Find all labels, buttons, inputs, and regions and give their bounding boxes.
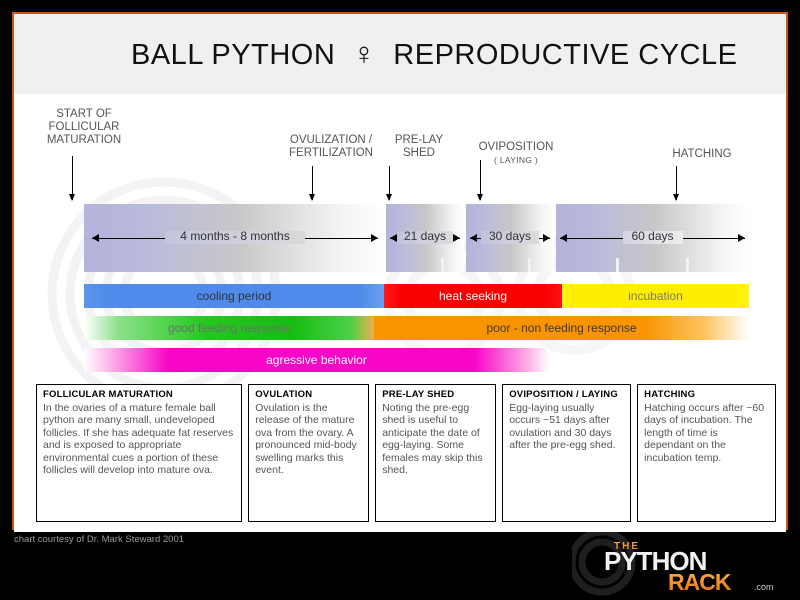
timeline-band: 4 months - 8 months 21 days 30 days 60 d… [84, 204, 749, 272]
info-box-heading: FOLLICULAR MATURATION [43, 389, 173, 400]
label-pre-lay-shed: PRE-LAY SHED [376, 134, 462, 160]
pointer-arrow-oviposition [477, 160, 483, 201]
segment-tick [686, 258, 689, 272]
segment-tick [334, 258, 337, 272]
credit-text: chart courtesy of Dr. Mark Steward 2001 [14, 534, 185, 545]
bar-label: incubation [628, 289, 683, 303]
info-box-heading: OVULATION [255, 389, 313, 400]
duration-span-60-days: 60 days [560, 229, 745, 244]
female-venus-icon: ♀ [352, 36, 377, 71]
pointer-arrow-hatching [673, 166, 679, 201]
label-oviposition: OVIPOSITION ( LAYING ) [452, 128, 580, 180]
duration-span-30-days: 30 days [470, 229, 550, 244]
logo-rack-text: RACK [668, 569, 732, 595]
cooling-period-bar: cooling period [84, 284, 384, 308]
info-box-heading: PRE-LAY SHED [382, 389, 455, 400]
label-text: HATCHING [672, 148, 732, 160]
title-band: BALL PYTHON ♀ REPRODUCTIVE CYCLE [14, 14, 786, 94]
bar-label: poor - non feeding response [486, 321, 637, 335]
label-text: PRE-LAY SHED [394, 134, 444, 159]
segment-tick [528, 258, 531, 272]
duration-span-follicular-maturation: 4 months - 8 months [92, 229, 378, 244]
segment-tick [616, 258, 619, 272]
duration-span-21-days: 21 days [390, 229, 460, 244]
label-text: START OF FOLLICULAR MATURATION [46, 108, 122, 146]
python-rack-logo: THE PYTHON RACK .com [572, 532, 792, 598]
label-text: OVIPOSITION [478, 141, 554, 153]
logo-dotcom-text: .com [754, 582, 774, 592]
bar-label: good feeding response [167, 321, 291, 335]
info-box-body: Ovulation is the release of the mature o… [255, 402, 357, 477]
info-box-heading: OVIPOSITION / LAYING [509, 389, 618, 400]
pointer-arrow-follicular-maturation [69, 156, 75, 201]
pointer-arrow-ovulization [309, 166, 315, 201]
duration-label: 60 days [631, 229, 674, 243]
bar-label: agressive behavior [266, 353, 367, 367]
chart-frame: BALL PYTHON ♀ REPRODUCTIVE CYCLE START O… [12, 12, 788, 532]
info-box-body: Hatching occurs after ~60 days of incuba… [644, 402, 765, 464]
page-title: BALL PYTHON ♀ REPRODUCTIVE CYCLE [63, 3, 738, 105]
chart-canvas: START OF FOLLICULAR MATURATION OVULIZATI… [14, 94, 786, 532]
info-box-row: FOLLICULAR MATURATION In the ovaries of … [36, 384, 776, 522]
title-right-text: REPRODUCTIVE CYCLE [393, 39, 738, 71]
heat-seeking-bar: heat seeking [384, 284, 562, 308]
info-box-oviposition: OVIPOSITION / LAYING Egg-laying usually … [502, 384, 632, 522]
info-box-body: In the ovaries of a mature female ball p… [43, 402, 234, 477]
info-box-follicular-maturation: FOLLICULAR MATURATION In the ovaries of … [36, 384, 243, 522]
info-box-hatching: HATCHING Hatching occurs after ~60 days … [637, 384, 776, 522]
pointer-arrow-pre-lay-shed [386, 166, 392, 201]
bar-label: heat seeking [438, 289, 508, 303]
duration-label: 30 days [488, 229, 532, 243]
agressive-behavior-bar: agressive behavior [84, 348, 549, 372]
info-box-body: Egg-laying usually occurs ~51 days after… [509, 402, 616, 452]
label-hatching: HATCHING [654, 148, 750, 161]
label-text: OVULIZATION / FERTILIZATION [289, 134, 373, 159]
label-ovulization-fertilization: OVULIZATION / FERTILIZATION [272, 134, 390, 160]
logo-python-text: PYTHON [604, 546, 707, 576]
duration-label: 21 days [403, 229, 447, 243]
logo-the-text: THE [614, 541, 640, 552]
info-box-heading: HATCHING [644, 389, 696, 400]
info-box-ovulation: OVULATION Ovulation is the release of th… [248, 384, 370, 522]
good-feeding-response-bar: good feeding response [84, 316, 374, 340]
poor-feeding-response-bar: poor - non feeding response [374, 316, 749, 340]
duration-label: 4 months - 8 months [180, 229, 290, 243]
segment-tick [441, 258, 444, 272]
info-box-body: Noting the pre-egg shed is useful to ant… [382, 402, 483, 477]
title-left-text: BALL PYTHON [131, 39, 336, 71]
label-start-of-follicular-maturation: START OF FOLLICULAR MATURATION [28, 108, 140, 147]
label-sublabel: ( LAYING ) [494, 155, 538, 165]
info-box-pre-lay-shed: PRE-LAY SHED Noting the pre-egg shed is … [375, 384, 497, 522]
bar-label: cooling period [196, 289, 272, 303]
incubation-bar: incubation [562, 284, 749, 308]
